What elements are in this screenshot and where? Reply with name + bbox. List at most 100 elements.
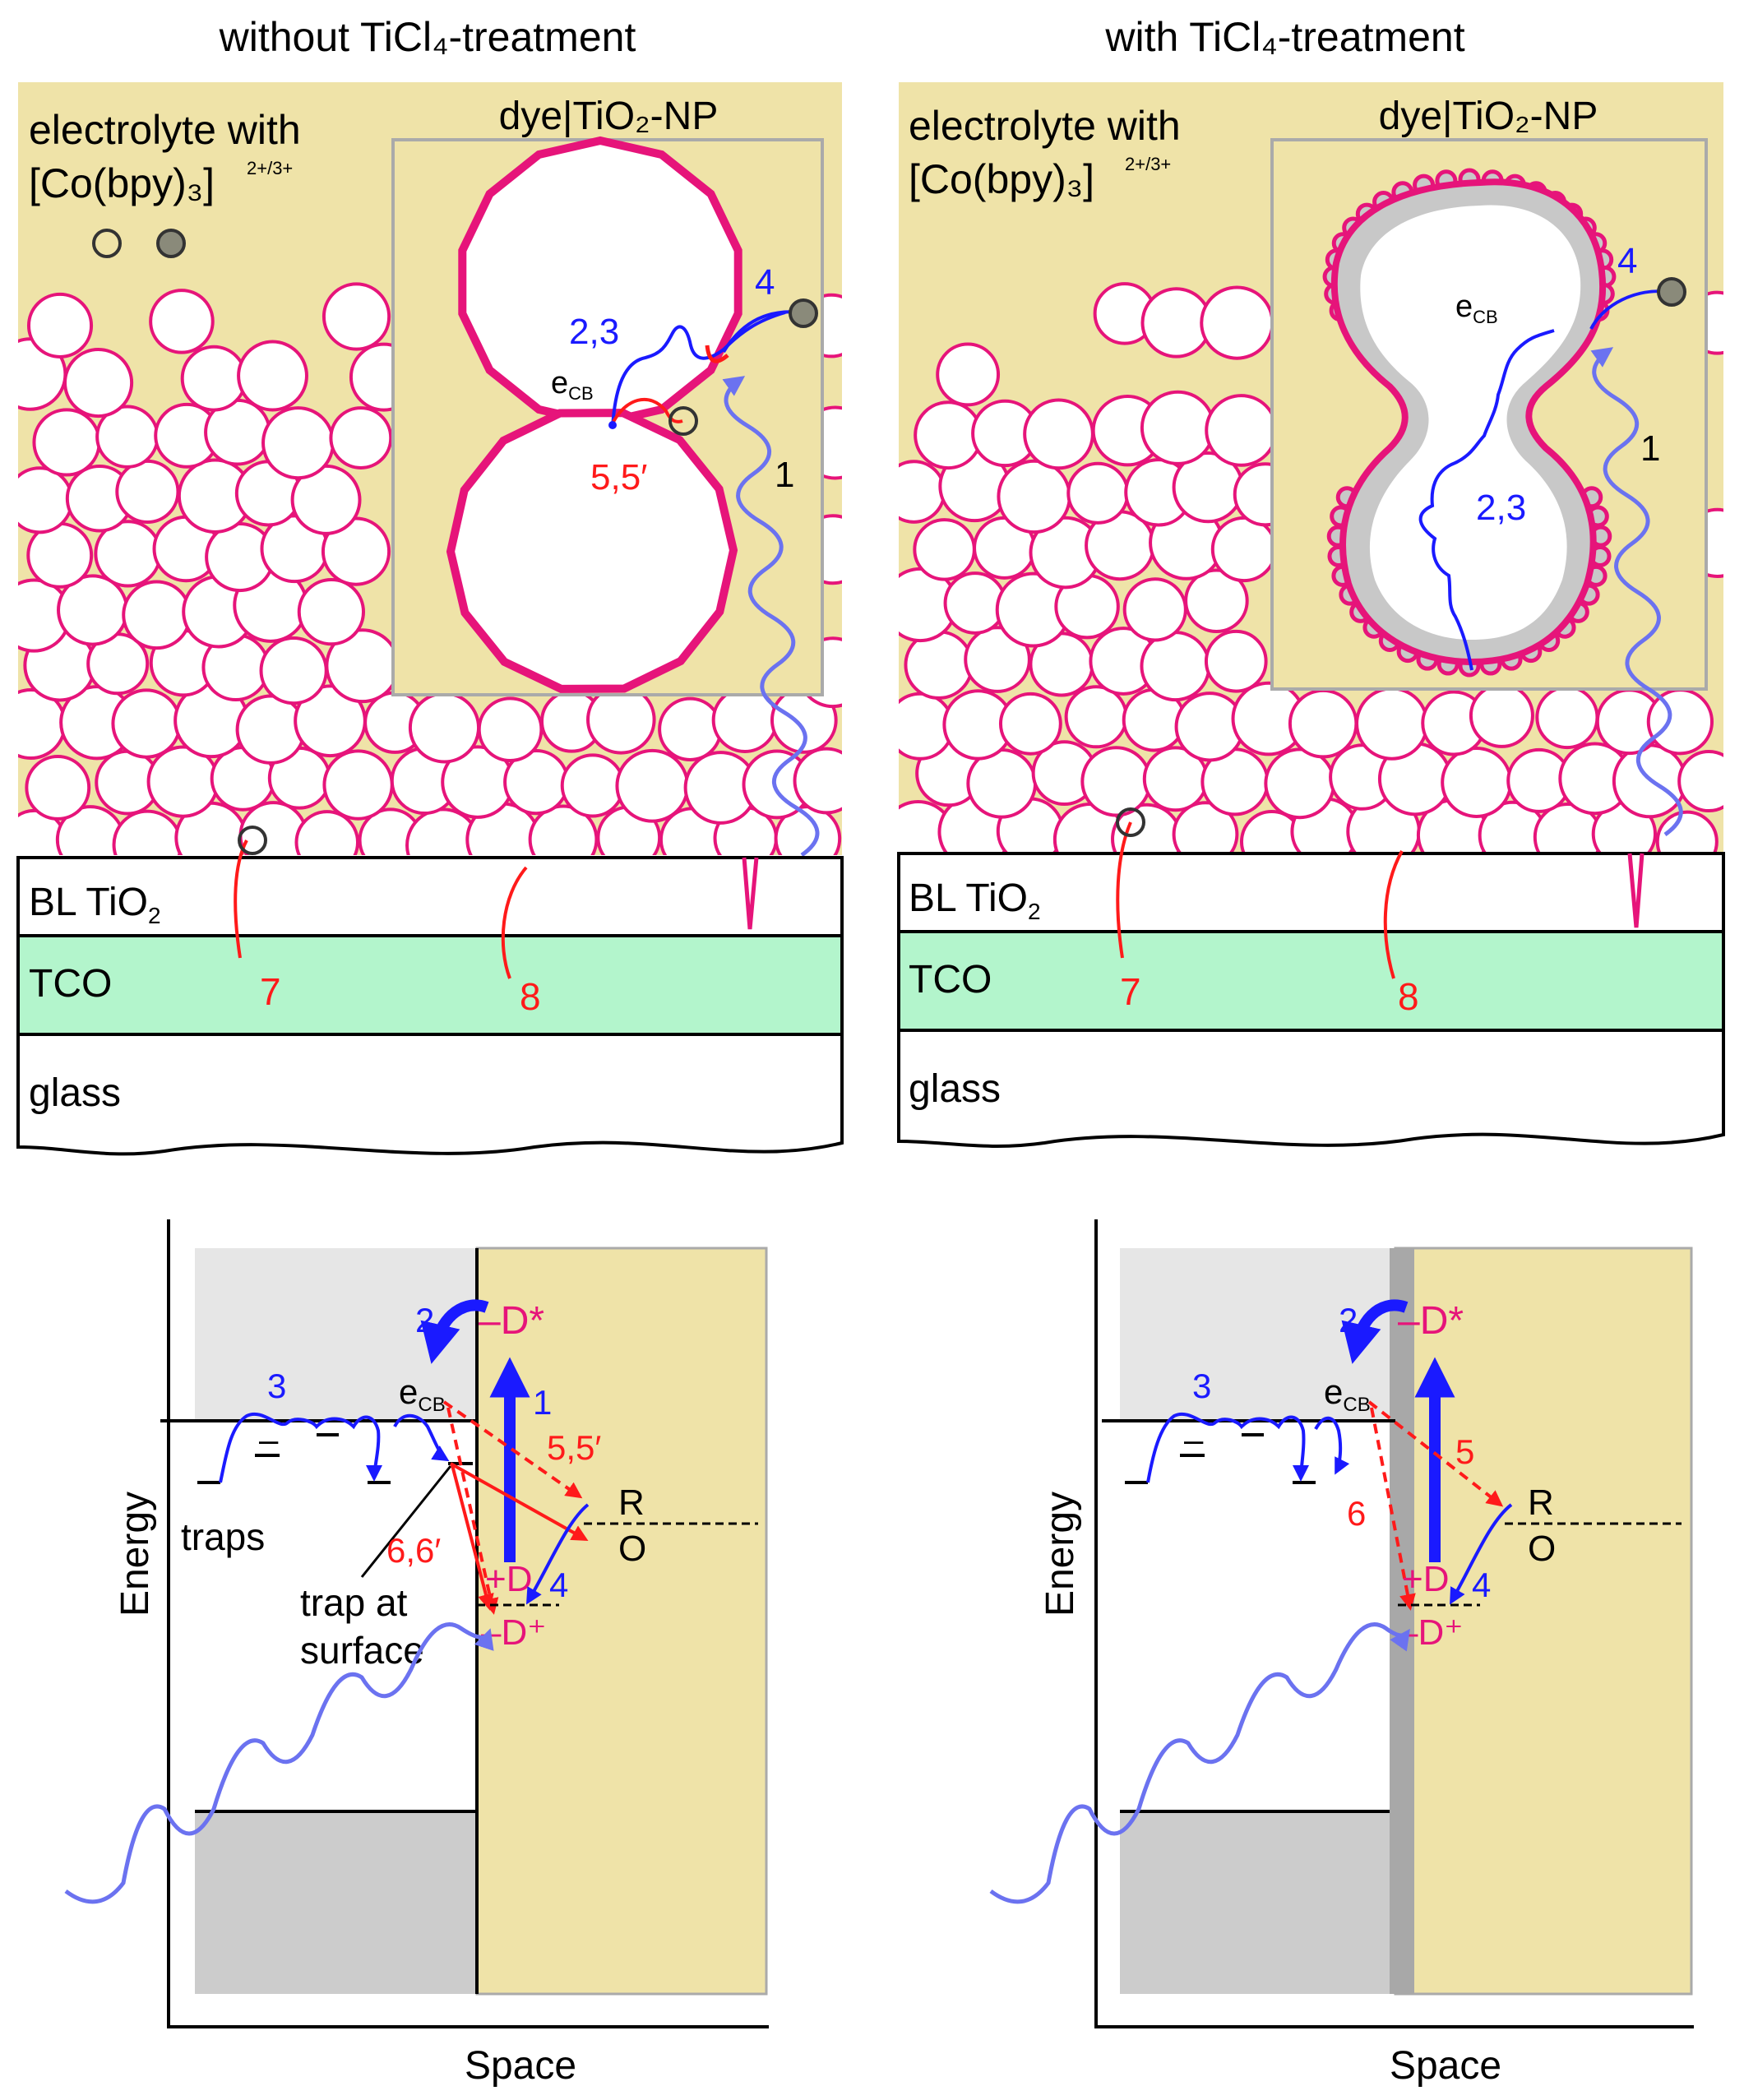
electrolyte-charge-right: 2+/3+ [1125,154,1171,174]
traps-label-left: traps [181,1515,265,1558]
pinhole-right [1627,853,1645,928]
label-2-energy-right: 2 [1339,1301,1358,1339]
label-2-energy-left: 2 [415,1301,434,1339]
ecb-energy-left: eCB [399,1372,446,1416]
vb-region-right [1120,1811,1395,1994]
tio2-shell-band-right [1390,1248,1414,1994]
tio2-nanoparticle [1080,746,1152,817]
d-level-left: +D [485,1559,532,1599]
tio2-nanoparticle [997,459,1071,534]
tio2-nanoparticle [122,580,192,650]
label-4-energy-right: 4 [1472,1566,1491,1604]
tio2-nanoparticle [259,636,328,705]
tio2-nanoparticle [1535,685,1599,750]
tio2-nanoparticle [180,345,247,412]
electrolyte-region-left [475,1247,768,1996]
tio2-nanoparticle [1184,568,1249,634]
light-absorption-1-right [1590,347,1683,837]
trap-surface-label1-left: trap at [300,1581,408,1624]
tio2-nanoparticle [261,406,335,480]
label-7-right: 7 [1120,970,1141,1013]
tio2-nanoparticle [1288,688,1358,759]
tco-label-right: TCO [909,958,992,1001]
tio2-nanoparticle [26,292,94,358]
label-8-right: 8 [1398,975,1419,1018]
label-6-energy-right: 6 [1347,1494,1366,1533]
tio2-nanoparticle [237,340,308,412]
tio2-nanoparticle [322,749,394,821]
electrolyte-label-right: electrolyte with [909,103,1181,149]
trap-surface-label2-left: surface [300,1629,424,1672]
tio2-nanoparticle [235,694,307,765]
nanoparticle-layer-right [899,282,1723,855]
photon-left [64,1622,494,1904]
recomb-66-solid-left [451,1464,494,1611]
tio2-nanoparticle [408,692,481,764]
inset-title-right: dye|TiO₂-NP [1379,95,1598,138]
nanoparticle-top-left [458,136,742,428]
tio2-nanoparticle [115,459,180,525]
tio2-nanoparticle [477,696,544,763]
recombination-5prime-left [611,397,683,424]
ecb-energy-right: eCB [1324,1372,1371,1416]
tio2-nanoparticle [560,753,625,818]
redox-near-dye-left [789,298,818,328]
injection-2-right [1341,1299,1409,1364]
regeneration-4-energy-left [525,1503,590,1605]
inset-left: dye|TiO₂-NP eCB 2,3 5,5′ 4 1 [391,95,824,696]
recomb-55-dashed-left [442,1400,583,1499]
tio2-nanoparticle [1441,746,1513,818]
dstar-right: –D* [1398,1299,1464,1343]
tco-label-left: TCO [29,962,112,1006]
tio2-nanoparticle [1064,685,1128,749]
pinhole-left [742,857,759,930]
photon-right [989,1622,1410,1904]
recombination-5-left [705,345,729,363]
xlabel-right: Space [1390,2044,1501,2088]
glass-label-right: glass [909,1067,1001,1111]
injection-2-left [420,1299,489,1364]
tio2-nanoparticle [1200,285,1274,360]
redox-at-bl-left [238,826,267,855]
tio2-nanoparticle [1023,398,1094,470]
recombination-8-left [501,866,528,979]
recomb-66-dashed-left [446,1407,499,1615]
bl-label-left: BL TiO2 [29,881,161,928]
tio2-nanoparticle [18,466,74,534]
trap-minus-right: – [1184,1420,1204,1459]
label-3-energy-left: 3 [267,1367,286,1405]
tio2-nanoparticle [1264,747,1336,820]
label-8-left: 8 [520,975,541,1018]
ecb-label-left: eCB [551,366,594,404]
label-3-energy-right: 3 [1192,1367,1211,1405]
r-label-left: R [618,1482,645,1523]
transport-3-left [219,1412,383,1483]
redox-near-dye-right [1657,277,1686,307]
tio2-nanoparticle [1140,390,1216,465]
title-left: without TiCl₄-treatment [219,14,636,60]
tio2-nanoparticle [899,460,946,524]
transport-3b-left [393,1413,450,1462]
device-left: without TiCl₄-treatment electrolyte with… [16,14,844,1156]
label-5-energy-right: 5 [1455,1432,1474,1471]
electrolyte-label-left: electrolyte with [29,107,301,153]
tio2-nanoparticle [943,571,1007,635]
trap-minus-left: – [259,1420,279,1459]
inset-right: dye|TiO₂-NP eCB 2,3 4 1 [1270,95,1708,691]
r-label-right: R [1528,1482,1554,1523]
label-55-left: 5,5′ [590,457,647,497]
ylabel-right: Energy [1039,1492,1082,1617]
glass-label-left: glass [29,1071,121,1115]
electrolyte-species-left: [Co(bpy)₃] [29,160,215,206]
ecb-label-right: eCB [1455,289,1498,327]
dplus-level-right: –D⁺ [1398,1612,1463,1653]
tio2-nanoparticle [1204,629,1268,693]
axes-right [1094,1219,1694,2028]
nanoparticle-layer-left [18,282,842,855]
blocking-layer-left [16,856,844,937]
tio2-nanoparticle [63,347,134,419]
label-55-energy-left: 5,5′ [547,1428,601,1467]
o-label-right: O [1528,1529,1556,1569]
tio2-nanoparticle [586,684,656,755]
